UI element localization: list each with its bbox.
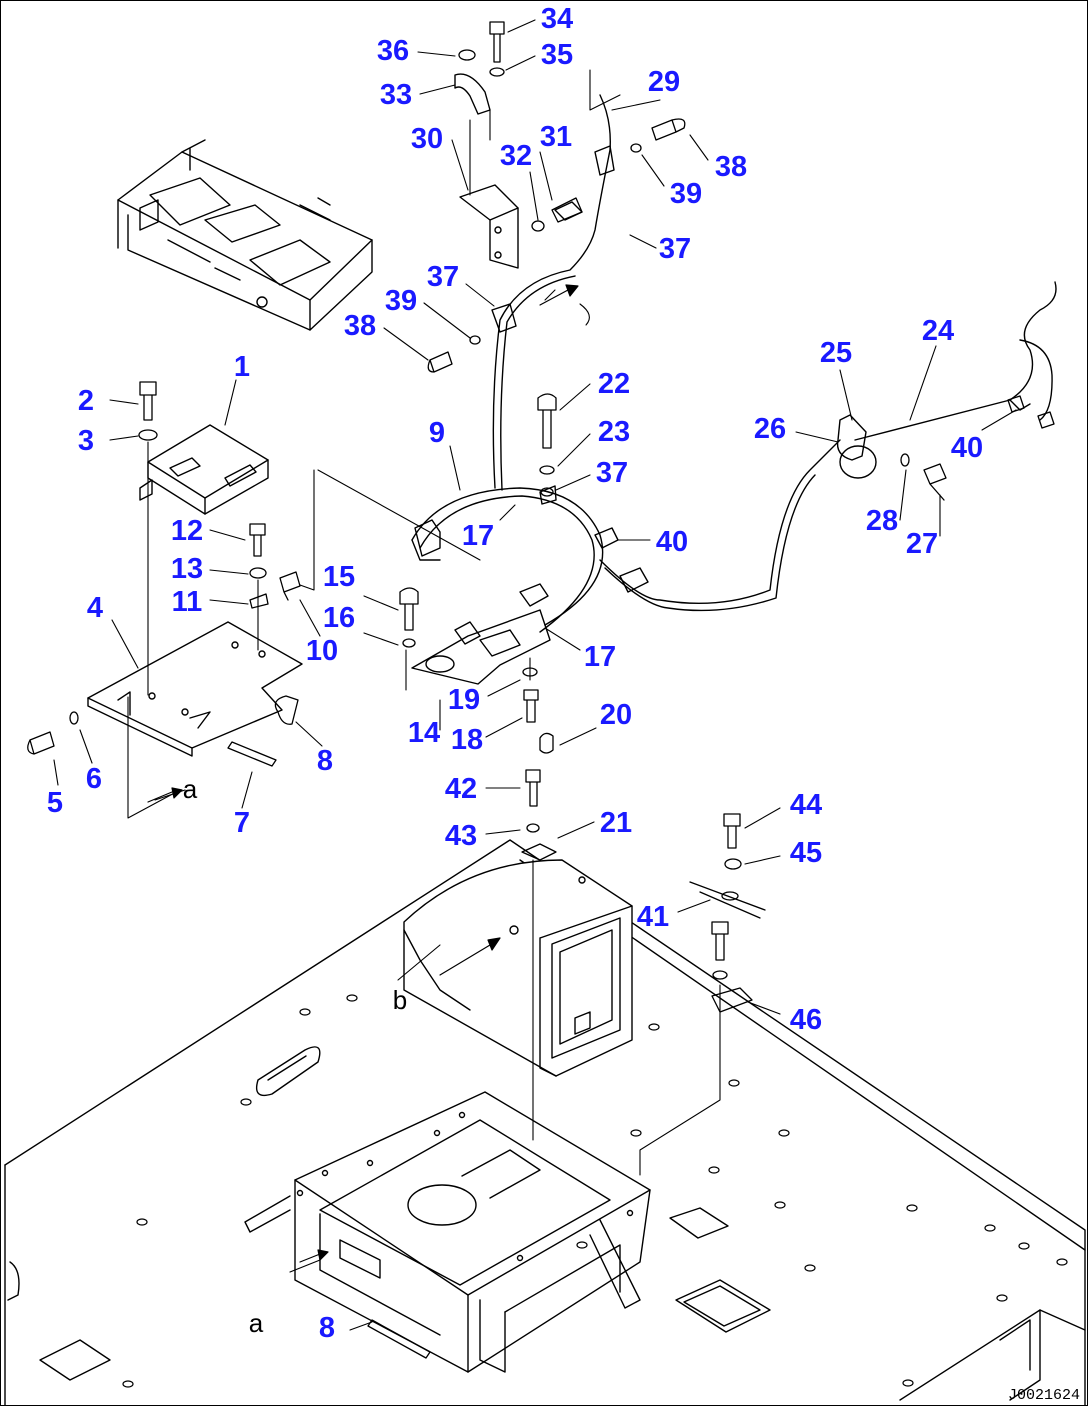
floor-plate (4, 839, 1086, 1406)
callout-c42: 42 (445, 773, 477, 805)
callout-c2: 2 (78, 385, 94, 417)
callout-c32: 32 (500, 140, 532, 172)
callout-c38b: 38 (344, 310, 376, 342)
view-arrows (147, 284, 579, 1263)
wire-harness (411, 94, 1057, 685)
callout-c5: 5 (47, 787, 63, 819)
callout-c24: 24 (922, 315, 954, 347)
callout-c19: 19 (448, 684, 480, 716)
seat-base-box (244, 1091, 651, 1373)
callout-c27: 27 (906, 528, 938, 560)
callout-c37a: 37 (659, 233, 691, 265)
callout-c21: 21 (600, 807, 632, 839)
mounting-plate (87, 621, 303, 757)
callout-c9: 9 (429, 417, 445, 449)
callout-c4: 4 (87, 592, 103, 624)
view-letter-va1: a (183, 774, 198, 804)
view-letter-vb: b (393, 985, 407, 1015)
callout-c12: 12 (171, 515, 203, 547)
callout-c6: 6 (86, 763, 102, 795)
callout-c40b: 40 (656, 526, 688, 558)
top-bracket (454, 73, 877, 479)
callout-c39b: 39 (385, 285, 417, 317)
callout-c17a: 17 (462, 520, 494, 552)
callout-c31: 31 (540, 121, 572, 153)
callout-c38a: 38 (715, 151, 747, 183)
callout-c43: 43 (445, 820, 477, 852)
callout-c46: 46 (790, 1004, 822, 1036)
electrical-box-upper (117, 139, 373, 331)
callout-c22: 22 (598, 368, 630, 400)
callout-c37b: 37 (427, 261, 459, 293)
callout-c17b: 17 (584, 641, 616, 673)
callout-c39a: 39 (670, 178, 702, 210)
controller-unit (139, 424, 269, 515)
callout-c23: 23 (598, 416, 630, 448)
callout-c7: 7 (234, 807, 250, 839)
callout-c8b: 8 (319, 1312, 335, 1344)
callout-c20: 20 (600, 699, 632, 731)
view-letter-va2: a (249, 1308, 264, 1338)
callout-c33: 33 (380, 79, 412, 111)
callout-c34: 34 (541, 3, 573, 35)
controller-cover (403, 859, 633, 1077)
callout-c44: 44 (790, 789, 822, 821)
callout-c11: 11 (172, 586, 203, 618)
callout-c25: 25 (820, 337, 852, 369)
callout-c45: 45 (790, 837, 822, 869)
callout-c35: 35 (541, 39, 573, 71)
callout-c1: 1 (234, 351, 250, 383)
callout-c36: 36 (377, 35, 409, 67)
callout-c26: 26 (754, 413, 786, 445)
callout-c29: 29 (648, 66, 680, 98)
fasteners (27, 21, 1055, 1359)
view-letters: a a b (183, 774, 407, 1338)
callout-c40a: 40 (951, 432, 983, 464)
callout-c37c: 37 (596, 457, 628, 489)
callout-c10: 10 (306, 635, 338, 667)
drawing-reference-code: J0021624 (1008, 1387, 1080, 1404)
callout-c15: 15 (323, 561, 355, 593)
callout-c28: 28 (866, 505, 898, 537)
leader-lines (53, 19, 1017, 1331)
callout-c13: 13 (171, 553, 203, 585)
callout-c41: 41 (637, 901, 669, 933)
callout-c3: 3 (78, 425, 94, 457)
callout-c14: 14 (408, 717, 440, 749)
callout-c30: 30 (411, 123, 443, 155)
callout-c18: 18 (451, 724, 483, 756)
callout-c8a: 8 (317, 745, 333, 777)
callout-c16: 16 (323, 602, 355, 634)
